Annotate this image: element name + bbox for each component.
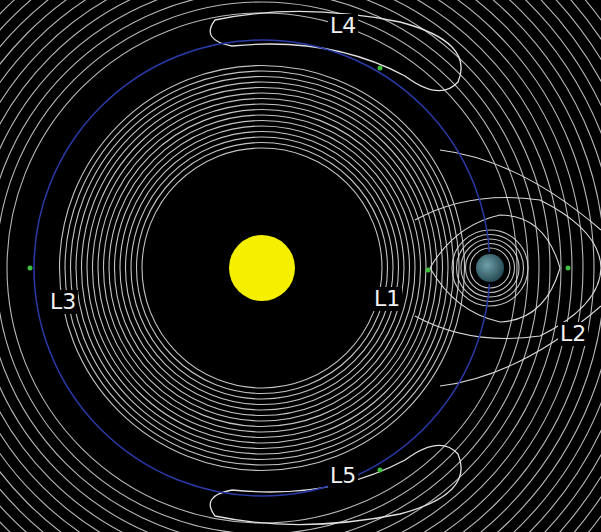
potential-contour xyxy=(126,132,399,405)
potential-contour xyxy=(7,13,517,523)
tadpole-contour xyxy=(210,445,461,524)
potential-contour xyxy=(109,115,415,421)
potential-contour xyxy=(457,235,524,302)
sun-well xyxy=(146,152,378,384)
lagrange-points xyxy=(28,66,571,473)
point-label: L4 xyxy=(328,14,358,38)
potential-contour xyxy=(131,137,393,399)
potential-contour xyxy=(137,143,388,394)
point-label: L1 xyxy=(372,287,402,311)
potential-contour xyxy=(120,126,404,410)
potential-contour xyxy=(0,0,539,532)
earth xyxy=(476,254,504,282)
point-label: L2 xyxy=(558,322,588,346)
potential-contour xyxy=(65,71,459,465)
earth-orbit xyxy=(34,40,490,496)
potential-contour xyxy=(0,0,572,532)
potential-contour xyxy=(93,99,432,438)
point-label: L3 xyxy=(48,290,78,314)
potential-contour xyxy=(470,248,510,288)
potential-contour xyxy=(82,88,443,449)
point-label: L5 xyxy=(328,464,358,488)
potential-contour xyxy=(87,93,437,443)
potential-contour xyxy=(0,2,528,532)
potential-contour xyxy=(71,77,454,460)
potential-contour xyxy=(0,0,561,532)
potential-contour xyxy=(0,0,550,532)
sun xyxy=(229,235,295,301)
potential-contour xyxy=(104,110,421,427)
potential-contour xyxy=(76,82,448,454)
potential-contour xyxy=(452,230,528,306)
potential-contour xyxy=(142,148,382,388)
potential-contour xyxy=(115,121,410,416)
potential-contour xyxy=(430,215,560,322)
potential-contour xyxy=(60,66,465,471)
potential-contour xyxy=(461,239,519,297)
potential-contour xyxy=(98,104,426,432)
tadpole-contour xyxy=(210,11,461,90)
potential-contour xyxy=(0,0,583,532)
